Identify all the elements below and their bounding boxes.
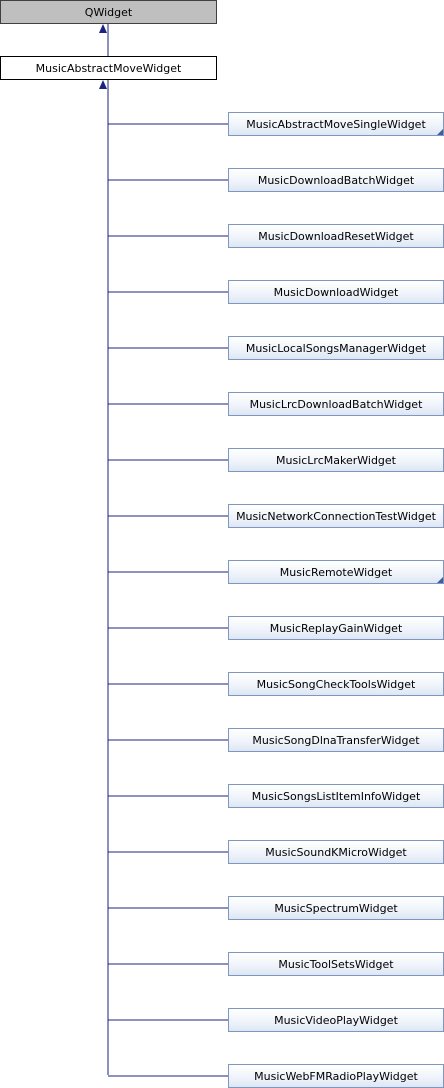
node-label: MusicToolSetsWidget	[278, 957, 394, 971]
node-label: MusicSongsListItemInfoWidget	[251, 789, 421, 803]
node-music-local-songs-manager-widget[interactable]: MusicLocalSongsManagerWidget	[228, 336, 444, 360]
node-music-network-connection-test-widget[interactable]: MusicNetworkConnectionTestWidget	[228, 504, 444, 528]
node-music-remote-widget[interactable]: MusicRemoteWidget	[228, 560, 444, 584]
node-label: MusicSoundKMicroWidget	[265, 845, 407, 859]
node-label: MusicReplayGainWidget	[269, 621, 403, 635]
node-label: MusicLrcDownloadBatchWidget	[249, 397, 423, 411]
node-qwidget[interactable]: QWidget	[0, 0, 217, 24]
node-label: MusicDownloadWidget	[273, 285, 399, 299]
node-music-download-widget[interactable]: MusicDownloadWidget	[228, 280, 444, 304]
node-label: MusicSpectrumWidget	[274, 901, 398, 915]
collapsed-children-icon	[437, 129, 443, 135]
collapsed-children-icon	[437, 577, 443, 583]
node-music-lrc-download-batch-widget[interactable]: MusicLrcDownloadBatchWidget	[228, 392, 444, 416]
node-music-tool-sets-widget[interactable]: MusicToolSetsWidget	[228, 952, 444, 976]
node-label: MusicSongCheckToolsWidget	[256, 677, 416, 691]
node-music-song-check-tools-widget[interactable]: MusicSongCheckToolsWidget	[228, 672, 444, 696]
node-music-video-play-widget[interactable]: MusicVideoPlayWidget	[228, 1008, 444, 1032]
node-music-song-dlna-transfer-widget[interactable]: MusicSongDlnaTransferWidget	[228, 728, 444, 752]
node-music-sound-k-micro-widget[interactable]: MusicSoundKMicroWidget	[228, 840, 444, 864]
node-label: MusicDownloadResetWidget	[258, 229, 414, 243]
node-label: MusicRemoteWidget	[279, 565, 393, 579]
node-label: MusicDownloadBatchWidget	[257, 173, 415, 187]
node-label: MusicNetworkConnectionTestWidget	[236, 509, 436, 523]
node-label: MusicLrcMakerWidget	[276, 453, 396, 467]
node-music-replay-gain-widget[interactable]: MusicReplayGainWidget	[228, 616, 444, 640]
node-music-abstract-move-single-widget[interactable]: MusicAbstractMoveSingleWidget	[228, 112, 444, 136]
node-music-download-reset-widget[interactable]: MusicDownloadResetWidget	[228, 224, 444, 248]
node-music-download-batch-widget[interactable]: MusicDownloadBatchWidget	[228, 168, 444, 192]
node-label: MusicAbstractMoveSingleWidget	[246, 117, 426, 131]
node-label: MusicLocalSongsManagerWidget	[245, 341, 427, 355]
node-label: MusicVideoPlayWidget	[274, 1013, 398, 1027]
edge-branches	[108, 123, 228, 1077]
node-music-lrc-maker-widget[interactable]: MusicLrcMakerWidget	[228, 448, 444, 472]
node-music-songs-list-item-info-widget[interactable]: MusicSongsListItemInfoWidget	[228, 784, 444, 808]
node-label: MusicWebFMRadioPlayWidget	[254, 1069, 418, 1083]
node-music-spectrum-widget[interactable]: MusicSpectrumWidget	[228, 896, 444, 920]
node-label: MusicAbstractMoveWidget	[35, 61, 182, 75]
node-music-web-fm-radio-play-widget[interactable]: MusicWebFMRadioPlayWidget	[228, 1064, 444, 1088]
node-label: QWidget	[84, 5, 133, 19]
node-label: MusicSongDlnaTransferWidget	[252, 733, 420, 747]
node-music-abstract-move-widget[interactable]: MusicAbstractMoveWidget	[0, 56, 217, 80]
